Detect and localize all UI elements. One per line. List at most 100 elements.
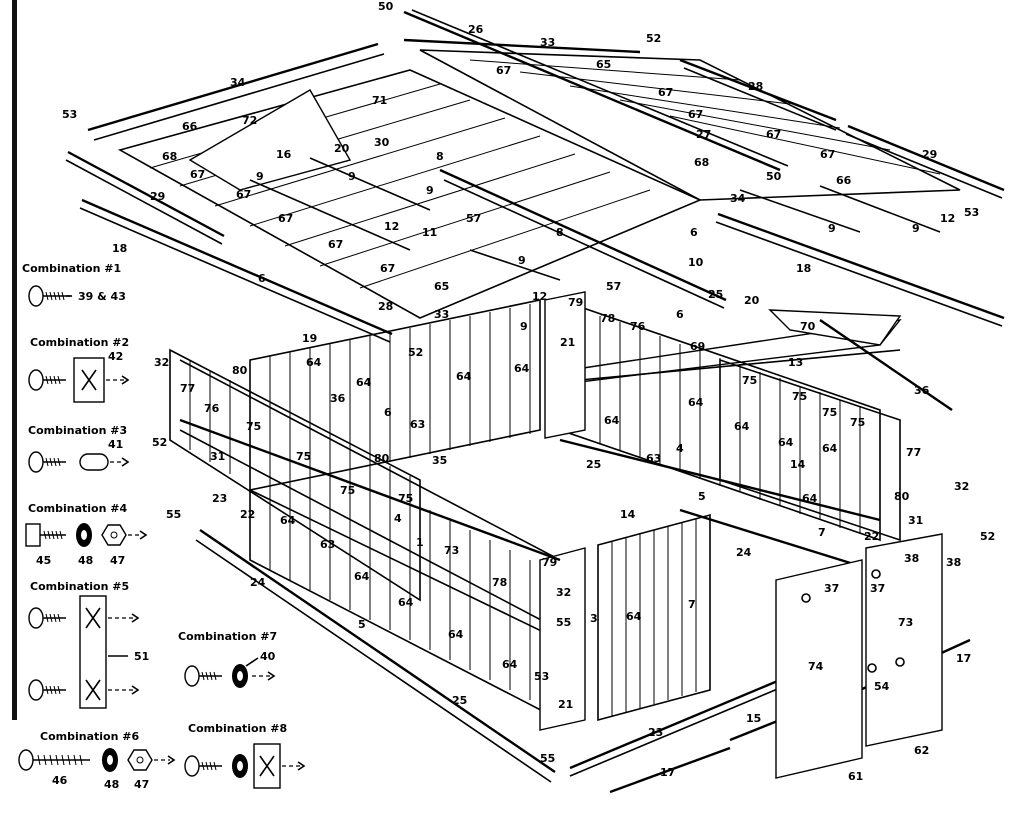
combination-8-clip-icon [253,743,281,789]
combination-5-parts: 51 [134,650,149,663]
part-label-20: 20 [334,142,350,155]
part-label-64: 64 [456,370,472,383]
combination-2-title: Combination #2 [30,336,129,349]
part-label-67: 67 [820,148,835,161]
part-label-75: 75 [246,420,261,433]
part-label-55: 55 [556,616,571,629]
part-label-37: 37 [870,582,885,595]
combination-7-washer-icon [232,664,248,688]
part-label-37: 37 [824,582,839,595]
part-label-28: 28 [378,300,393,313]
part-label-53: 53 [964,206,979,219]
part-label-64: 64 [822,442,838,455]
part-label-78: 78 [492,576,507,589]
part-label-53: 53 [62,108,77,121]
part-label-64: 64 [448,628,464,641]
part-label-75: 75 [850,416,865,429]
part-label-29: 29 [150,190,165,203]
part-label-64: 64 [802,492,818,505]
combination-1-title: Combination #1 [22,262,121,275]
part-label-64: 64 [306,356,322,369]
combination-2-screw-icon [28,369,66,391]
part-label-75: 75 [398,492,413,505]
part-label-12: 12 [384,220,399,233]
part-label-15: 15 [746,712,761,725]
part-label-5: 5 [698,490,706,503]
part-label-9: 9 [426,184,434,197]
part-label-67: 67 [766,128,781,141]
combination-6-nut-icon [127,749,153,771]
part-label-57: 57 [466,212,481,225]
part-label-34: 34 [230,76,246,89]
part-label-69: 69 [690,340,705,353]
part-label-29: 29 [922,148,937,161]
part-label-67: 67 [380,262,395,275]
part-label-67: 67 [328,238,343,251]
part-label-33: 33 [434,308,449,321]
part-label-52: 52 [646,32,661,45]
part-label-76: 76 [630,320,646,333]
part-label-38: 38 [904,552,919,565]
walls-assembly [169,291,901,731]
combination-7-screw-icon [184,665,222,687]
part-label-75: 75 [340,484,355,497]
part-label-57: 57 [606,280,621,293]
combination-3-title: Combination #3 [28,424,127,437]
part-label-32: 32 [954,480,969,493]
part-label-53: 53 [534,670,549,683]
combination-7-title: Combination #7 [178,630,277,643]
part-label-9: 9 [348,170,356,183]
combination-1-parts: 39 & 43 [78,290,126,303]
part-label-73: 73 [898,616,913,629]
part-label-65: 65 [434,280,449,293]
part-label-38: 38 [946,556,961,569]
part-label-55: 55 [540,752,555,765]
part-label-67: 67 [278,212,293,225]
part-label-63: 63 [410,418,425,431]
part-label-9: 9 [256,170,264,183]
part-label-68: 68 [694,156,709,169]
part-label-75: 75 [742,374,757,387]
fastener-combinations: Combination #1 39 & 43 Combination #2 42… [18,262,306,791]
combination-4-washer-icon [76,523,92,547]
part-label-7: 7 [688,598,696,611]
part-label-9: 9 [828,222,836,235]
part-label-61: 61 [848,770,863,783]
combination-5-screw-top-icon [28,607,66,629]
part-label-9: 9 [520,320,528,333]
combination-4-part-45: 45 [36,554,51,567]
part-label-35: 35 [432,454,447,467]
part-label-77: 77 [906,446,921,459]
combination-6-title: Combination #6 [40,730,139,743]
part-label-32: 32 [556,586,571,599]
part-label-12: 12 [940,212,955,225]
combination-3-nut-icon [79,453,109,471]
part-label-50: 50 [378,0,394,13]
combination-4-part-47: 47 [110,554,125,567]
part-label-36: 36 [330,392,346,405]
part-label-30: 30 [374,136,390,149]
part-label-52: 52 [980,530,995,543]
combination-6-part-47: 47 [134,778,149,791]
part-label-77: 77 [180,382,195,395]
combination-8-title: Combination #8 [188,722,287,735]
part-label-64: 64 [626,610,642,623]
part-label-26: 26 [468,23,484,36]
part-label-63: 63 [320,538,335,551]
part-label-67: 67 [190,168,205,181]
part-label-52: 52 [152,436,167,449]
part-label-21: 21 [560,336,575,349]
part-label-14: 14 [790,458,806,471]
part-label-75: 75 [792,390,807,403]
part-label-31: 31 [908,514,923,527]
page-binding-edge [12,0,17,720]
combination-4-bolt-icon [25,523,66,547]
combination-6-part-48: 48 [104,778,119,791]
part-label-31: 31 [210,450,225,463]
part-label-24: 24 [736,546,752,559]
part-label-64: 64 [688,396,704,409]
part-label-9: 9 [912,222,920,235]
part-label-73: 73 [444,544,459,557]
part-label-6: 6 [676,308,684,321]
